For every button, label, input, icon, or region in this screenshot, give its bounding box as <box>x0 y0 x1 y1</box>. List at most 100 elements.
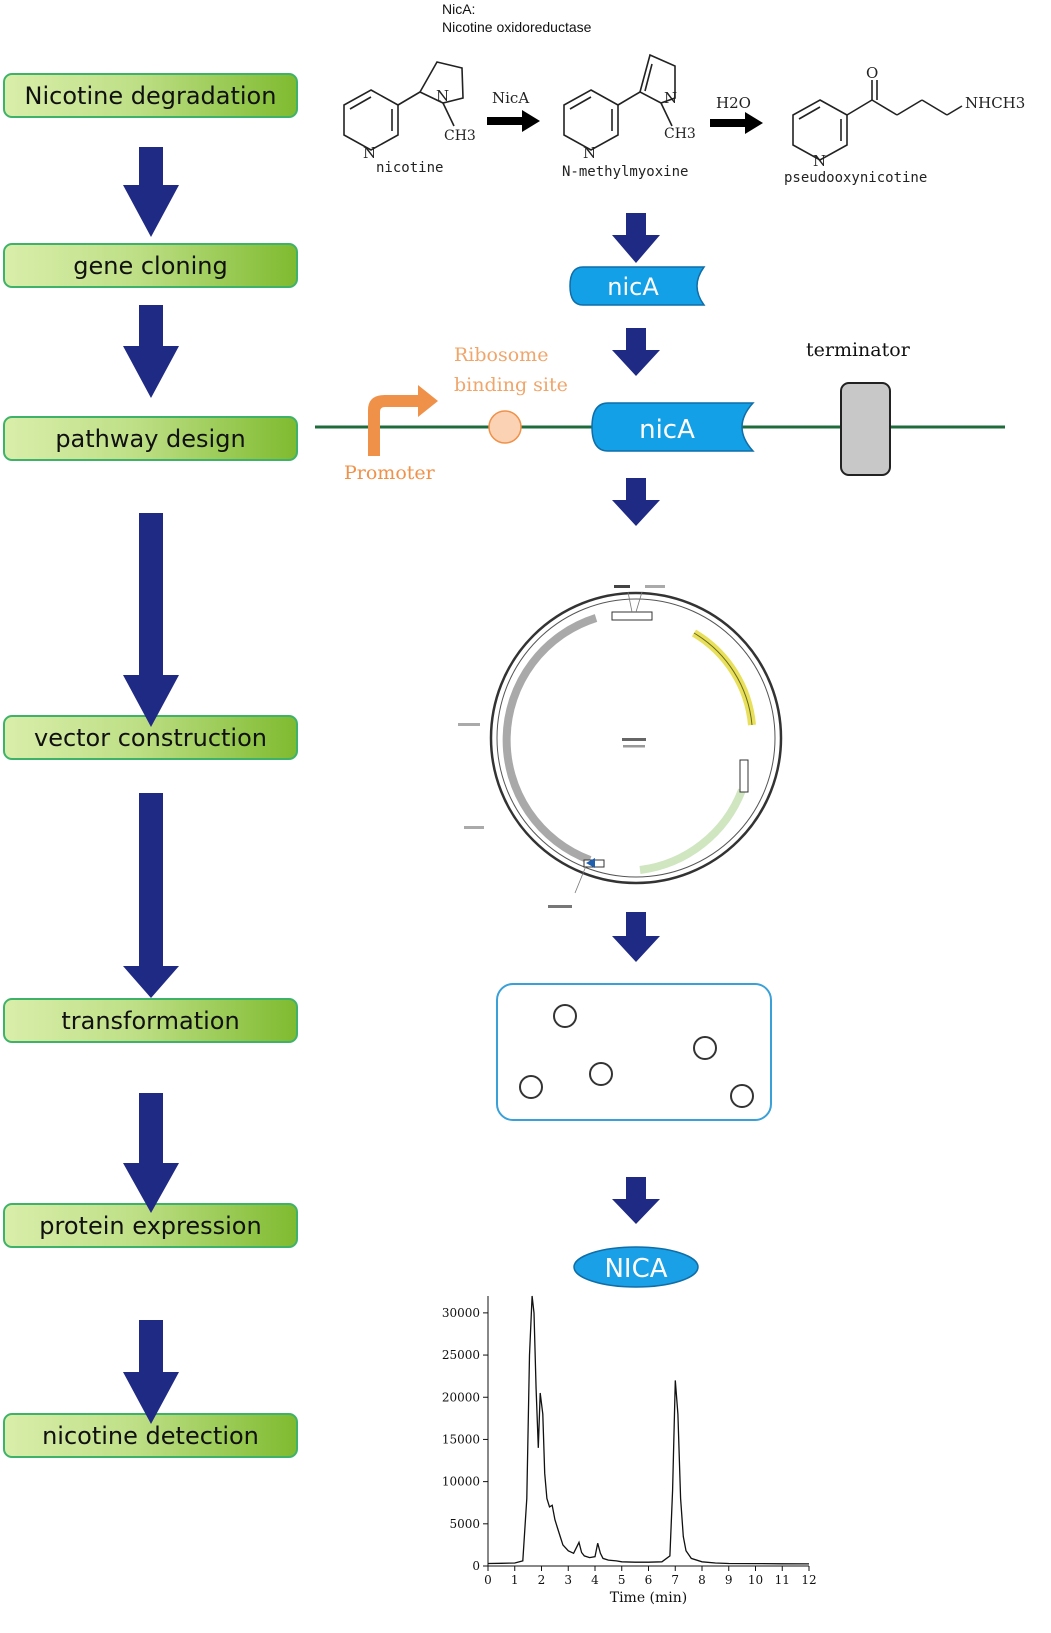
terminator-label: terminator <box>806 339 911 361</box>
x-tick-label: 2 <box>538 1573 546 1587</box>
terminator-block <box>840 382 891 476</box>
right-arrow-2 <box>612 328 660 376</box>
left-flow-arrows <box>123 147 179 1424</box>
plasmid-site-label-bottom <box>548 905 572 908</box>
nicotine-pyrrolidine-n: N <box>436 87 449 105</box>
plasmid-feature-green <box>639 788 746 874</box>
reaction-arrow-1 <box>487 110 540 132</box>
step-nicotine-degradation: Nicotine degradation <box>3 73 298 118</box>
x-tick-label: 1 <box>511 1573 519 1587</box>
plasmid-feature-yellow <box>691 629 756 726</box>
plasmid-center-size <box>623 745 645 748</box>
plasmid-feature-blue <box>586 858 595 868</box>
cell-plasmid-5 <box>730 1084 754 1108</box>
enzyme-name: NicA: <box>442 1 475 17</box>
transformation-box <box>496 983 772 1121</box>
step-label: transformation <box>61 1006 240 1035</box>
pseudooxynicotine-amine: NHCH3 <box>965 94 1025 112</box>
plasmid-feature-yellow-edge <box>693 632 753 726</box>
y-tick-label: 30000 <box>442 1306 480 1320</box>
promoter-arrow <box>368 385 438 456</box>
y-tick-label: 25000 <box>442 1348 480 1362</box>
y-tick-label: 5000 <box>449 1517 480 1531</box>
plasmid-site-line-top2 <box>635 591 643 613</box>
reaction-arrow-2-label: H2O <box>716 94 751 112</box>
right-arrow-1 <box>612 213 660 263</box>
step-label: vector construction <box>33 723 267 752</box>
pseudooxynicotine-n-atom: N <box>813 152 826 170</box>
x-tick-label: 8 <box>698 1573 706 1587</box>
pseudooxynicotine-structure <box>792 80 963 161</box>
x-tick-label: 9 <box>725 1573 733 1587</box>
myosmine-methyl: CH3 <box>664 126 696 142</box>
step-transformation: transformation <box>3 998 298 1043</box>
step-label: gene cloning <box>73 251 228 280</box>
right-arrow-3 <box>612 478 660 526</box>
plasmid-center-label <box>622 738 646 741</box>
flow-arrow-2 <box>123 305 179 398</box>
step-label: Nicotine degradation <box>24 81 277 110</box>
plasmid-site-label-top <box>614 585 630 588</box>
nicotine-structure <box>343 61 464 151</box>
flow-arrow-1 <box>123 147 179 237</box>
x-tick-label: 10 <box>748 1573 763 1587</box>
reaction-arrow-1-label: NicA <box>492 89 529 107</box>
x-tick-label: 3 <box>564 1573 572 1587</box>
plasmid-site-label-left2 <box>464 826 484 829</box>
gene-cloning-label: nicA <box>607 273 659 301</box>
protein-label: NICA <box>604 1254 667 1284</box>
rbs-label-line1: Ribosome <box>454 344 548 366</box>
ribosome-binding-site <box>488 410 522 444</box>
cell-plasmid-2 <box>693 1036 717 1060</box>
flow-arrow-6 <box>123 1320 179 1424</box>
x-tick-label: 12 <box>801 1573 816 1587</box>
y-tick-label: 15000 <box>442 1432 480 1446</box>
enzyme-full-name: Nicotine oxidoreductase <box>442 19 592 35</box>
x-tick-label: 11 <box>775 1573 790 1587</box>
gene-cloning-nica <box>569 266 706 306</box>
myosmine-structure <box>563 53 676 151</box>
step-pathway-design: pathway design <box>3 416 298 461</box>
x-tick-label: 6 <box>645 1573 653 1587</box>
right-arrow-5 <box>612 1177 660 1224</box>
plasmid-feature-grey <box>502 614 598 864</box>
plasmid-map <box>458 585 783 908</box>
compound-n-methylmyoxine: N-methylmyoxine <box>562 164 688 180</box>
x-tick-label: 0 <box>484 1573 492 1587</box>
plasmid-inner-ring <box>496 598 776 878</box>
myosmine-ring-n: N <box>664 89 677 107</box>
rbs-label-line2: binding site <box>454 374 568 396</box>
flow-arrow-3 <box>123 513 179 727</box>
right-arrow-4 <box>612 912 660 962</box>
step-label: pathway design <box>55 424 246 453</box>
y-tick-label: 10000 <box>442 1475 480 1489</box>
step-gene-cloning: gene cloning <box>3 243 298 288</box>
x-axis-label: Time (min) <box>610 1590 688 1606</box>
compound-nicotine: nicotine <box>376 160 443 176</box>
flow-arrow-5 <box>123 1093 179 1213</box>
plasmid-outer-ring <box>489 591 783 885</box>
nicotine-n-atom: N <box>363 144 376 162</box>
chromatogram-line <box>487 1295 810 1565</box>
transformed-cells <box>519 1004 754 1108</box>
step-label: nicotine detection <box>42 1421 259 1450</box>
y-tick-label: 20000 <box>442 1390 480 1404</box>
y-tick-label: 0 <box>472 1559 480 1573</box>
cell-plasmid-4 <box>519 1075 543 1099</box>
plasmid-feature-box-right <box>739 759 749 793</box>
pathway-gene-nica <box>591 402 755 452</box>
nicotine-methyl: CH3 <box>444 128 476 144</box>
protein-nica <box>573 1246 699 1288</box>
x-tick-label: 7 <box>671 1573 679 1587</box>
plasmid-site-line-bottom <box>574 865 587 894</box>
cell-plasmid-3 <box>589 1062 613 1086</box>
flow-arrow-4 <box>123 793 179 998</box>
pseudooxynicotine-oxygen: O <box>866 64 878 82</box>
step-label: protein expression <box>39 1211 262 1240</box>
plasmid-feature-box-top <box>611 611 653 621</box>
promoter-label: Promoter <box>344 462 436 484</box>
cell-plasmid-1 <box>553 1004 577 1028</box>
x-tick-label: 4 <box>591 1573 599 1587</box>
